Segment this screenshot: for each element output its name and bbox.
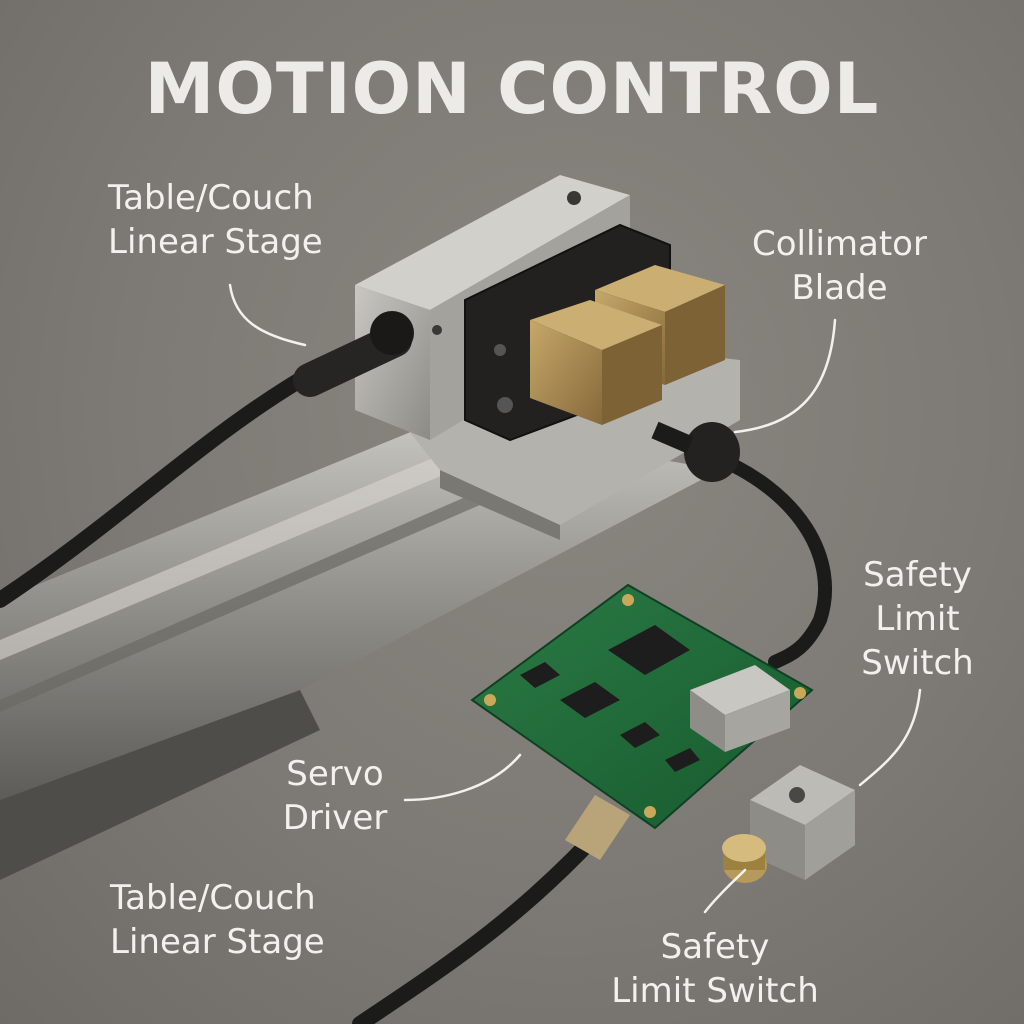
blade-cable bbox=[651, 421, 832, 669]
label-table-couch-bottom: Table/Couch Linear Stage bbox=[110, 876, 325, 964]
safety-limit-switch bbox=[722, 765, 855, 883]
collimator-blades bbox=[530, 265, 725, 425]
leader-line-limit-switch-right bbox=[858, 688, 922, 787]
servo-cable bbox=[352, 795, 630, 1024]
label-line: Safety bbox=[660, 927, 770, 967]
label-safety-limit-switch-bottom: Safety Limit Switch bbox=[600, 925, 830, 1013]
label-line: Driver bbox=[282, 798, 388, 838]
leader-line-servo bbox=[403, 753, 522, 802]
label-table-couch-top: Table/Couch Linear Stage bbox=[108, 176, 323, 264]
label-line: Safety bbox=[863, 555, 972, 595]
label-line: Table/Couch bbox=[108, 178, 314, 218]
leader-line-collimator bbox=[733, 318, 837, 434]
label-line: Limit bbox=[875, 599, 960, 639]
servo-driver-board bbox=[470, 583, 814, 830]
label-line: Linear Stage bbox=[108, 222, 323, 262]
label-line: Linear Stage bbox=[110, 922, 325, 962]
label-line: Table/Couch bbox=[110, 878, 316, 918]
label-line: Switch bbox=[861, 643, 974, 683]
stage-cable bbox=[0, 311, 414, 608]
label-line: Servo bbox=[286, 754, 384, 794]
label-line: Blade bbox=[791, 268, 888, 308]
leader-line-table-couch bbox=[228, 283, 307, 347]
label-safety-limit-switch-right: Safety Limit Switch bbox=[850, 553, 985, 685]
label-servo-driver: Servo Driver bbox=[275, 752, 395, 840]
label-line: Collimator bbox=[752, 224, 927, 264]
label-line: Limit Switch bbox=[611, 971, 819, 1011]
label-collimator-blade: Collimator Blade bbox=[742, 222, 937, 310]
page-title: MOTION CONTROL bbox=[144, 48, 880, 130]
leader-line-limit-switch-bottom bbox=[703, 868, 747, 914]
